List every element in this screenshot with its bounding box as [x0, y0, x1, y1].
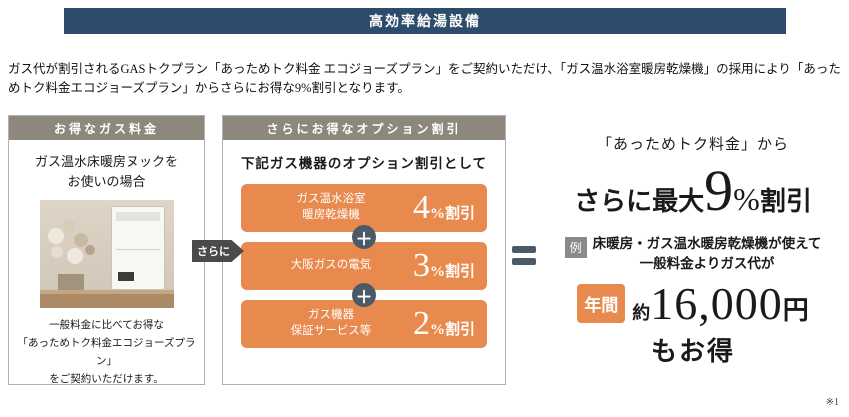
heater-panel-line — [115, 249, 160, 251]
gas-water-heater-photo — [39, 200, 174, 309]
example-badge: 例 — [564, 237, 587, 258]
discount-number: 3 — [412, 247, 430, 284]
gas-rate-panel-header: お得なガス料金 — [9, 116, 204, 140]
headline-suffix: 割引 — [759, 187, 812, 216]
flower-decoration — [84, 245, 95, 256]
footnote: ※1 — [825, 397, 839, 408]
discount-row-warranty-service: ガス機器 保証サービス等 2%割引 — [241, 300, 487, 348]
flower-decoration — [50, 246, 63, 259]
plus-icon: ＋ — [352, 283, 376, 307]
heater-vent — [115, 212, 160, 222]
yearly-label: 年間 — [577, 284, 626, 323]
intro-paragraph: ガス代が割引されるGASトクプラン「あっためトク料金 エコジョーズプラン」をご契… — [8, 62, 841, 96]
example-row: 例 床暖房・ガス温水暖房乾燥機が使えて 一般料金よりガス代が — [540, 234, 846, 275]
heater-control-panel — [117, 272, 134, 282]
heater-unit — [110, 206, 165, 291]
amount-text: 約16,000円 — [632, 277, 809, 329]
option-discount-panel: さらにお得なオプション割引 下記ガス機器のオプション割引として ガス温水浴室 暖… — [222, 115, 506, 385]
approx-label: 約 — [632, 302, 651, 323]
yen-label: 円 — [782, 295, 809, 325]
discount-label: ガス機器 保証サービス等 — [290, 309, 372, 337]
plan-note-text: 一般料金に比べてお得な 「あっためトク料金エコジョーズプラン」 をご契約いただけ… — [17, 320, 196, 385]
option-discount-subtitle: 下記ガス機器のオプション割引として — [240, 156, 488, 171]
usage-text: ガス温水床暖房ヌックを お使いの場合 — [34, 154, 178, 190]
page-title: 高効率給湯設備 — [64, 8, 786, 34]
equals-bar — [512, 246, 536, 253]
flower-decoration — [66, 248, 83, 265]
plus-icon: ＋ — [352, 225, 376, 249]
discount-row-electricity: 大阪ガスの電気 3%割引 — [241, 242, 487, 290]
flower-decoration — [62, 220, 75, 233]
bottom-line: もお得 — [650, 336, 735, 366]
plan-name-line: 「あっためトク料金」から — [596, 137, 789, 153]
discount-value: 2%割引 — [413, 307, 475, 341]
equals-icon — [512, 246, 536, 270]
flower-decoration — [73, 233, 88, 248]
headline-prefix: さらに最大 — [574, 187, 705, 216]
discount-headline: さらに最大9%割引 — [540, 162, 846, 220]
wood-shelf — [39, 294, 174, 309]
discount-number: 4 — [412, 189, 430, 226]
discount-rows: ガス温水浴室 暖房乾燥機 4%割引 ＋ 大阪ガスの電気 3%割引 ＋ ガス機器 … — [241, 184, 487, 348]
discount-row-bathroom-dryer: ガス温水浴室 暖房乾燥機 4%割引 — [241, 184, 487, 232]
discount-value: 4%割引 — [413, 191, 475, 225]
flower-decoration — [58, 262, 71, 275]
sarani-arrow: さらに — [192, 240, 244, 262]
headline-number: 9 — [704, 158, 734, 223]
gas-rate-panel: お得なガス料金 ガス温水床暖房ヌックを お使いの場合 一般料金に比べてお得な 「… — [8, 115, 205, 385]
discount-number: 2 — [412, 305, 430, 342]
discount-label: ガス温水浴室 暖房乾燥機 — [296, 193, 366, 221]
benefit-summary: 「あっためトク料金」から さらに最大9%割引 例 床暖房・ガス温水暖房乾燥機が使… — [540, 133, 846, 368]
example-text: 床暖房・ガス温水暖房乾燥機が使えて 一般料金よりガス代が — [592, 236, 822, 272]
headline-percent: % — [733, 181, 760, 217]
shelf-edge — [39, 290, 174, 295]
amount-value: 16,000 — [650, 277, 783, 329]
discount-suffix: %割引 — [429, 264, 475, 280]
discount-label: 大阪ガスの電気 — [290, 259, 372, 272]
option-discount-panel-header: さらにお得なオプション割引 — [223, 116, 505, 140]
equals-bar — [512, 258, 536, 265]
discount-suffix: %割引 — [429, 322, 475, 338]
discount-value: 3%割引 — [413, 249, 475, 283]
amount-row: 年間 約16,000円 — [540, 277, 846, 329]
flower-decoration — [47, 228, 64, 245]
discount-suffix: %割引 — [429, 206, 475, 222]
